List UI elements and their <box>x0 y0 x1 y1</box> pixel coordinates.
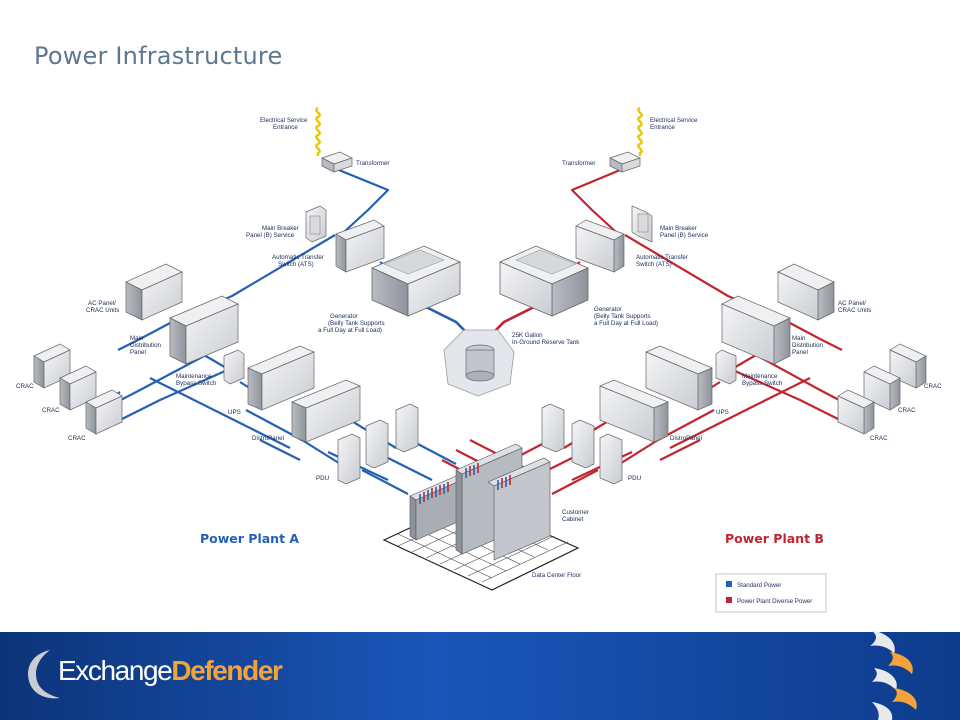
label-distro-left: DistroPanel <box>252 435 284 442</box>
legend-standard-swatch <box>726 581 732 587</box>
logo-part1: Exchange <box>58 655 173 686</box>
label-electrical-left-1: Electrical Service <box>260 117 308 124</box>
label-generator-right-2: (Belly Tank Supports <box>594 313 651 320</box>
corner-emblem-icon <box>870 630 917 720</box>
label-main-dist-left-1: Main <box>130 335 144 342</box>
label-bypass-right-2: Bypass Switch <box>742 380 783 387</box>
label-transformer-left: Transformer <box>356 160 389 167</box>
label-ups-right: UPS <box>716 409 729 416</box>
legend-diverse-label: Power Plant Diverse Power <box>737 598 812 605</box>
label-transformer-right: Transformer <box>562 160 595 167</box>
label-tank-2: In-Ground Reserve Tank <box>512 339 580 346</box>
label-main-dist-left-2: Distribution <box>130 342 162 349</box>
page-title: Power Infrastructure <box>34 42 283 70</box>
power-infrastructure-diagram: Electrical Service Entrance Electrical S… <box>16 106 942 613</box>
label-ac-panel-left-1: AC Panel/ <box>88 300 116 307</box>
crac-units-right <box>837 343 927 435</box>
label-generator-right-1: Generator <box>594 306 622 313</box>
label-generator-left-3: a Full Day at Full Load) <box>318 327 382 334</box>
label-breaker-right-2: Panel (B) Service <box>660 232 709 239</box>
ats-left <box>335 219 385 273</box>
label-distro-right: DistroPanel <box>670 435 702 442</box>
label-crac-right-1: CRAC <box>924 383 942 390</box>
main-breaker-right <box>631 205 653 243</box>
ups-right <box>645 345 713 411</box>
label-cabinet-2: Cabinet <box>562 516 584 523</box>
plant-a-label: Power Plant A <box>200 531 299 546</box>
label-bypass-left-2: Bypass Switch <box>176 380 217 387</box>
label-breaker-right-1: Main Breaker <box>660 225 697 232</box>
distro-panel-left <box>291 379 361 443</box>
transformer-right <box>609 151 641 173</box>
label-generator-left-1: Generator <box>330 313 358 320</box>
label-ats-right-2: Switch (ATS) <box>636 261 672 268</box>
label-electrical-right-2: Entrance <box>650 124 675 131</box>
electrical-service-coil-left <box>315 106 321 156</box>
label-main-dist-right-2: Distribution <box>792 342 824 349</box>
label-tank-1: 25K Gallon <box>512 332 543 339</box>
label-electrical-left-2: Entrance <box>273 124 298 131</box>
label-bypass-left-1: Maintenance <box>176 373 212 380</box>
label-breaker-left-1: Main Breaker <box>262 225 299 232</box>
ups-left <box>247 345 315 411</box>
label-ats-left-1: Automatic Transfer <box>272 254 324 261</box>
label-crac-left-3: CRAC <box>68 435 86 442</box>
generator-right <box>498 245 590 317</box>
label-pdu-right: PDU <box>628 475 641 482</box>
logo-swoosh-icon <box>28 650 60 699</box>
label-ac-panel-left-2: CRAC Units <box>86 307 119 314</box>
label-cabinet-1: Customer <box>562 509 589 516</box>
main-breaker-left <box>305 205 327 243</box>
label-breaker-left-2: Panel (B) Service <box>246 232 295 239</box>
crac-units-left <box>33 343 123 435</box>
main-distribution-panel-right <box>721 295 791 365</box>
label-ups-left: UPS <box>228 409 241 416</box>
ats-right <box>575 219 625 273</box>
label-ats-right-1: Automatic Transfer <box>636 254 688 261</box>
generator-left <box>370 245 462 317</box>
customer-cabinets <box>409 443 551 561</box>
legend-standard-label: Standard Power <box>737 582 781 589</box>
logo-part2: Defender <box>171 655 283 686</box>
logo: ExchangeDefender <box>58 655 283 687</box>
label-floor: Data Center Floor <box>532 572 581 579</box>
legend-diverse-swatch <box>726 597 732 603</box>
main-distribution-panel-left <box>169 295 239 365</box>
distro-panel-right <box>599 379 669 443</box>
label-main-dist-left-3: Panel <box>130 349 146 356</box>
label-ats-left-2: Switch (ATS) <box>278 261 314 268</box>
label-electrical-right-1: Electrical Service <box>650 117 698 124</box>
label-crac-right-2: CRAC <box>898 407 916 414</box>
label-ac-panel-right-2: CRAC Units <box>838 307 871 314</box>
ac-panel-right <box>777 263 835 321</box>
label-main-dist-right-1: Main <box>792 335 806 342</box>
label-ac-panel-right-1: AC Panel/ <box>838 300 866 307</box>
electrical-service-coil-right <box>637 106 643 156</box>
bypass-switch-right <box>715 349 737 385</box>
reserve-tank <box>443 329 515 397</box>
label-generator-left-2: (Belly Tank Supports <box>328 320 385 327</box>
plant-b-label: Power Plant B <box>725 531 824 546</box>
pdus-right <box>541 403 623 485</box>
label-pdu-left: PDU <box>316 475 329 482</box>
legend: Standard Power Power Plant Diverse Power <box>715 573 827 613</box>
label-crac-left-1: CRAC <box>16 383 34 390</box>
label-main-dist-right-3: Panel <box>792 349 808 356</box>
footer-banner <box>0 632 960 720</box>
label-crac-right-3: CRAC <box>870 435 888 442</box>
pdus-left <box>337 403 419 485</box>
label-crac-left-2: CRAC <box>42 407 60 414</box>
label-bypass-right-1: Maintenance <box>742 373 778 380</box>
bypass-switch-left <box>223 349 245 385</box>
label-generator-right-3: a Full Day at Full Load) <box>594 320 658 327</box>
ac-panel-left <box>125 263 183 321</box>
transformer-left <box>321 151 353 173</box>
